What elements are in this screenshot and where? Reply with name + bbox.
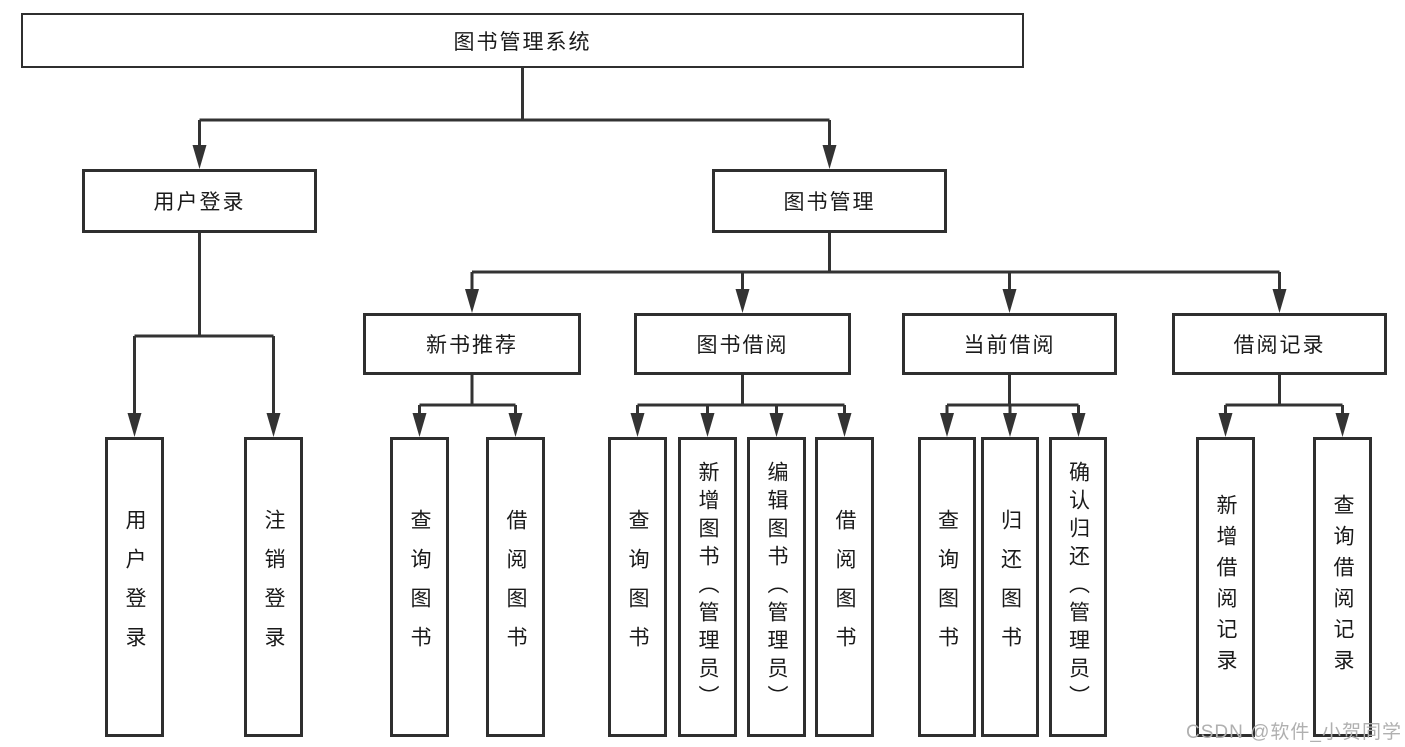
node-new-book-recommend: 新书推荐 xyxy=(363,313,581,375)
node-borrow-records: 借阅记录 xyxy=(1172,313,1387,375)
node-label: 当前借阅 xyxy=(963,334,1056,357)
arrow-icon xyxy=(837,413,852,437)
node-root-system: 图书管理系统 xyxy=(21,13,1024,68)
arrow-icon xyxy=(1335,413,1350,437)
arrow-icon xyxy=(769,413,784,437)
leaf-label: 查询图书 xyxy=(408,509,431,665)
arrow-icon xyxy=(465,289,479,313)
connector-new-book-children xyxy=(418,375,517,416)
arrow-icon xyxy=(822,145,837,169)
arrow-icon xyxy=(127,413,142,437)
leaf-label: 查询借阅记录 xyxy=(1331,494,1354,680)
leaf-query-borrow-record: 查询借阅记录 xyxy=(1313,437,1372,737)
arrow-icon xyxy=(508,413,523,437)
arrow-icon xyxy=(700,413,715,437)
leaf-logout: 注销登录 xyxy=(244,437,303,737)
arrow-icon xyxy=(1002,289,1017,313)
leaf-label: 编辑图书（管理员） xyxy=(765,461,788,713)
leaf-label: 确认归还（管理员） xyxy=(1066,461,1090,713)
leaf-label: 用户登录 xyxy=(123,509,146,665)
leaf-label: 查询图书 xyxy=(935,509,959,665)
arrow-icon xyxy=(735,289,750,313)
leaf-label: 归还图书 xyxy=(998,509,1022,665)
leaf-label: 注销登录 xyxy=(262,509,285,665)
leaf-label: 新增图书（管理员） xyxy=(696,461,719,713)
leaf-query-books-borrow: 查询图书 xyxy=(608,437,667,737)
arrow-icon xyxy=(1071,413,1086,437)
node-book-management: 图书管理 xyxy=(712,169,947,233)
connector-book-borrow-children xyxy=(636,375,846,416)
leaf-add-books-admin: 新增图书（管理员） xyxy=(678,437,737,737)
node-current-borrow: 当前借阅 xyxy=(902,313,1117,375)
leaf-query-books-recommend: 查询图书 xyxy=(390,437,449,737)
leaf-return-books: 归还图书 xyxy=(981,437,1039,737)
leaf-user-login: 用户登录 xyxy=(105,437,164,737)
connector-current-borrow-children xyxy=(945,375,1080,416)
node-book-borrow: 图书借阅 xyxy=(634,313,851,375)
arrow-icon xyxy=(192,145,207,169)
leaf-label: 查询图书 xyxy=(626,509,649,665)
leaf-confirm-return-admin: 确认归还（管理员） xyxy=(1049,437,1107,737)
node-label: 新书推荐 xyxy=(426,334,518,357)
node-user-login: 用户登录 xyxy=(82,169,317,233)
leaf-add-borrow-record: 新增借阅记录 xyxy=(1196,437,1255,737)
connector-user-login-children xyxy=(133,233,275,416)
leaf-query-books-current: 查询图书 xyxy=(918,437,976,737)
connector-book-management-children xyxy=(470,233,1281,292)
connector-root-to-level2 xyxy=(198,68,831,148)
leaf-label: 借阅图书 xyxy=(504,509,527,665)
leaf-label: 新增借阅记录 xyxy=(1214,494,1237,680)
node-label: 借阅记录 xyxy=(1233,334,1326,357)
arrow-icon xyxy=(266,413,281,437)
connector-borrow-record-children xyxy=(1224,375,1344,416)
arrow-icon xyxy=(1218,413,1233,437)
arrow-icon xyxy=(940,413,954,437)
leaf-label: 借阅图书 xyxy=(833,509,856,665)
csdn-watermark: CSDN @软件_小贺同学 xyxy=(1186,722,1402,743)
arrow-icon xyxy=(412,413,427,437)
node-label: 用户登录 xyxy=(153,191,246,214)
leaf-borrow-books-recommend: 借阅图书 xyxy=(486,437,545,737)
arrowheads xyxy=(127,145,1350,437)
leaf-edit-books-admin: 编辑图书（管理员） xyxy=(747,437,806,737)
node-root-label: 图书管理系统 xyxy=(453,30,592,54)
arrow-icon xyxy=(1003,413,1017,437)
connector-paths xyxy=(133,68,1344,416)
node-label: 图书借阅 xyxy=(696,334,789,357)
node-label: 图书管理 xyxy=(783,191,876,214)
leaf-borrow-books: 借阅图书 xyxy=(815,437,874,737)
arrow-icon xyxy=(630,413,645,437)
arrow-icon xyxy=(1272,289,1287,313)
